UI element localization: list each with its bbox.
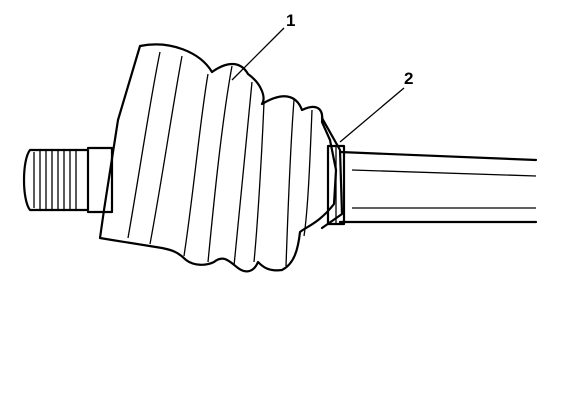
cv-boot — [98, 43, 344, 273]
leader-lines — [231, 27, 405, 143]
axle-shaft — [338, 150, 538, 224]
callout-2-label: 2 — [404, 69, 413, 88]
splined-stub-shaft — [22, 146, 114, 214]
small-clamp — [326, 144, 346, 226]
callout-1-label: 1 — [286, 11, 295, 30]
